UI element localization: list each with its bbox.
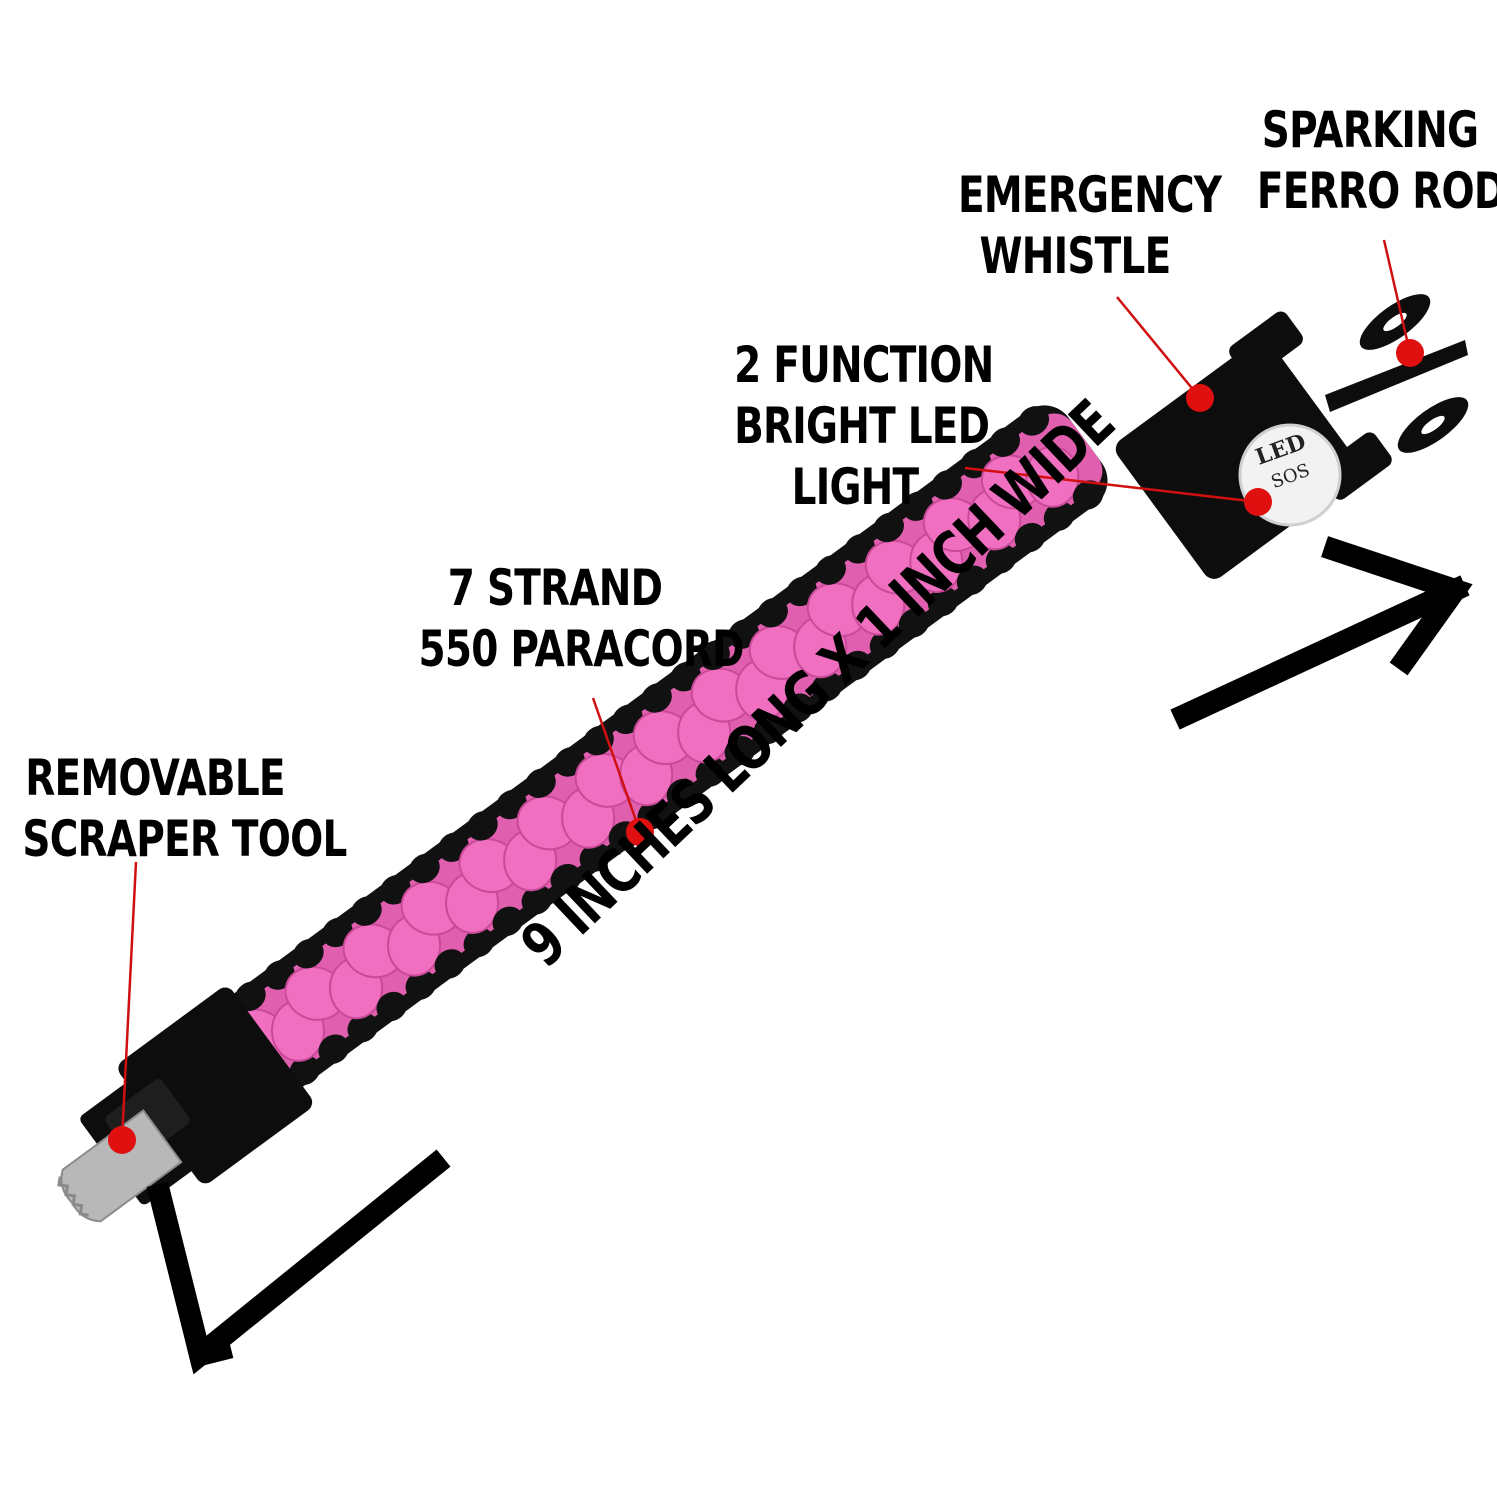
whistle-leader-line xyxy=(1116,296,1201,399)
black-loop xyxy=(434,949,466,979)
scraper-marker xyxy=(108,1126,136,1154)
black-loop xyxy=(695,757,727,787)
paracord-bracelet xyxy=(224,405,1108,1091)
black-loop xyxy=(873,512,904,543)
dimension-arrow-left xyxy=(146,1149,451,1375)
scraper-label-line1: REMOVABLE xyxy=(25,749,285,807)
led-label-line1: 2 FUNCTION xyxy=(734,336,994,394)
black-loop xyxy=(492,906,524,937)
black-loop xyxy=(467,811,498,841)
leader-lines xyxy=(120,239,1412,1141)
ferro-marker xyxy=(1396,339,1424,367)
black-loop xyxy=(376,991,408,1022)
whistle-label-line2: WHISTLE xyxy=(979,227,1172,285)
cord-weave xyxy=(226,406,1104,1086)
black-loop xyxy=(666,778,698,809)
black-loop xyxy=(318,1034,350,1064)
led-label-line3: LIGHT xyxy=(791,458,920,516)
black-loop xyxy=(989,427,1021,457)
black-loop xyxy=(931,470,962,500)
black-loop xyxy=(409,853,440,884)
black-loop xyxy=(815,555,846,585)
black-loop xyxy=(956,565,988,596)
black-loop xyxy=(811,672,843,702)
black-loop xyxy=(782,693,814,723)
ferro-label: SPARKING FERRO ROD xyxy=(1256,100,1497,222)
scraper-label: REMOVABLE SCRAPER TOOL xyxy=(22,748,347,870)
black-loop xyxy=(985,544,1017,574)
led-leader-line xyxy=(964,466,1259,504)
black-loop xyxy=(405,970,437,1000)
paracord-leader-line xyxy=(591,697,642,833)
dimension-arrow-right xyxy=(1170,536,1473,730)
paracord-label: 7 STRAND 550 PARACORD xyxy=(418,558,745,680)
black-loop xyxy=(1043,501,1075,532)
black-loop xyxy=(289,1055,321,1086)
paracord-label-line1: 7 STRAND xyxy=(447,559,663,617)
whistle-label-line1: EMERGENCY xyxy=(958,166,1222,224)
pink-knot xyxy=(1025,445,1080,508)
black-loop xyxy=(724,736,756,766)
scraper-tool xyxy=(57,1109,183,1223)
led-label-line2: BRIGHT LED xyxy=(734,397,990,455)
black-loop xyxy=(525,768,556,798)
black-loop xyxy=(927,586,959,617)
scraper-label-line2: SCRAPER TOOL xyxy=(22,810,347,868)
black-loop xyxy=(641,683,672,713)
black-loop xyxy=(351,896,382,926)
black-loop xyxy=(699,640,730,671)
black-loop xyxy=(753,714,785,745)
black-loop xyxy=(1018,406,1050,436)
led-marker xyxy=(1244,488,1272,516)
whistle-label: EMERGENCY WHISTLE xyxy=(958,165,1222,287)
ferro-rod xyxy=(1325,294,1469,453)
black-loop xyxy=(579,842,611,873)
ferro-label-line2: FERRO ROD xyxy=(1256,162,1497,220)
black-loop xyxy=(1014,522,1046,553)
paracord-marker xyxy=(626,818,654,846)
black-loop xyxy=(840,650,872,681)
black-loop xyxy=(1072,480,1104,510)
black-loop xyxy=(463,927,495,958)
scraper-leader-line xyxy=(120,861,138,1141)
ferro-leader-line xyxy=(1382,239,1412,354)
black-loop xyxy=(347,1013,379,1043)
black-loop xyxy=(521,885,553,915)
black-loop xyxy=(235,981,266,1012)
black-loop xyxy=(550,863,582,894)
whistle-marker xyxy=(1186,384,1214,412)
led-label: 2 FUNCTION BRIGHT LED LIGHT xyxy=(734,335,994,518)
black-loop xyxy=(898,608,930,638)
feature-markers xyxy=(108,339,1424,1154)
ferro-label-line1: SPARKING xyxy=(1261,101,1479,159)
black-loop xyxy=(869,629,901,659)
paracord-label-line2: 550 PARACORD xyxy=(418,620,745,678)
black-loop xyxy=(757,597,788,628)
black-loop xyxy=(293,938,324,969)
